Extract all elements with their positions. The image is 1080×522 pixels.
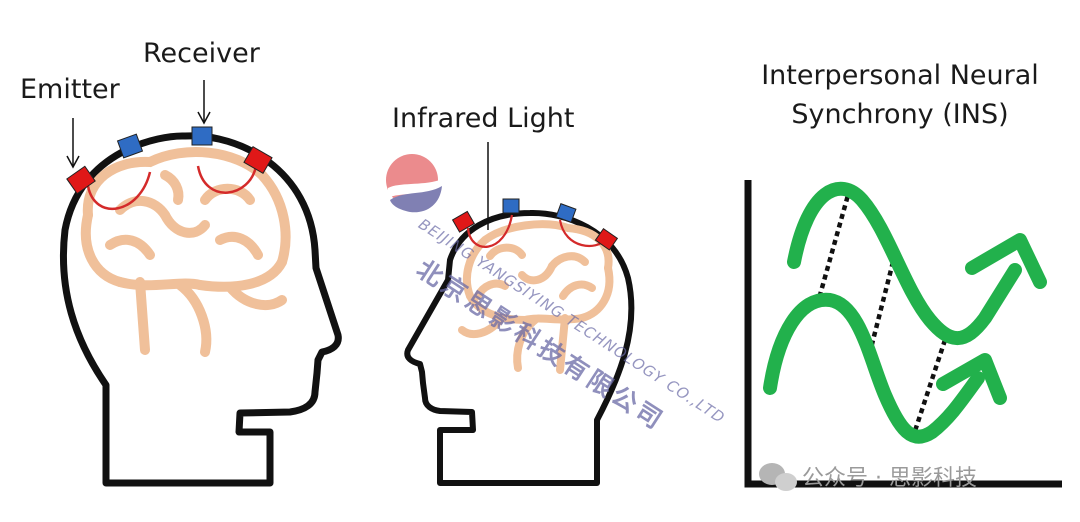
left-emitter-2 (243, 146, 273, 174)
ins-plot (744, 180, 1062, 488)
middle-receiver-2 (555, 203, 577, 223)
ins-axes (744, 180, 1062, 488)
left-receiver-2 (191, 126, 213, 146)
middle-head-outline (404, 209, 635, 486)
emitter-label: Emitter (20, 74, 120, 105)
left-light-arcs (86, 165, 258, 211)
footer-credit: 公众号 · 思影科技 (760, 458, 977, 494)
middle-receiver-1 (502, 198, 520, 214)
receiver-arrow (197, 80, 211, 125)
ins-wave-upper (787, 181, 1022, 345)
ins-arrow-lower (936, 353, 1007, 405)
middle-emitter-1 (451, 210, 475, 233)
ins-wave-lower (763, 292, 985, 444)
watermark-logo (386, 154, 442, 213)
left-emitter-1 (66, 165, 96, 195)
footer-text: 公众号 · 思影科技 (802, 466, 977, 491)
middle-head (404, 142, 635, 486)
sync-lines (817, 187, 948, 441)
left-receiver-1 (116, 133, 144, 159)
ins-arrow-upper (965, 233, 1047, 289)
infrared-light-label: Infrared Light (392, 103, 575, 134)
emitter-arrow (66, 118, 80, 169)
middle-brain (458, 220, 614, 374)
left-head (59, 80, 342, 487)
left-brain (80, 147, 291, 357)
middle-emitter-2 (594, 227, 619, 251)
ins-title: Interpersonal Neural Synchrony (INS) (761, 60, 1039, 130)
wechat-icon (759, 463, 797, 491)
receiver-label: Receiver (143, 38, 260, 69)
